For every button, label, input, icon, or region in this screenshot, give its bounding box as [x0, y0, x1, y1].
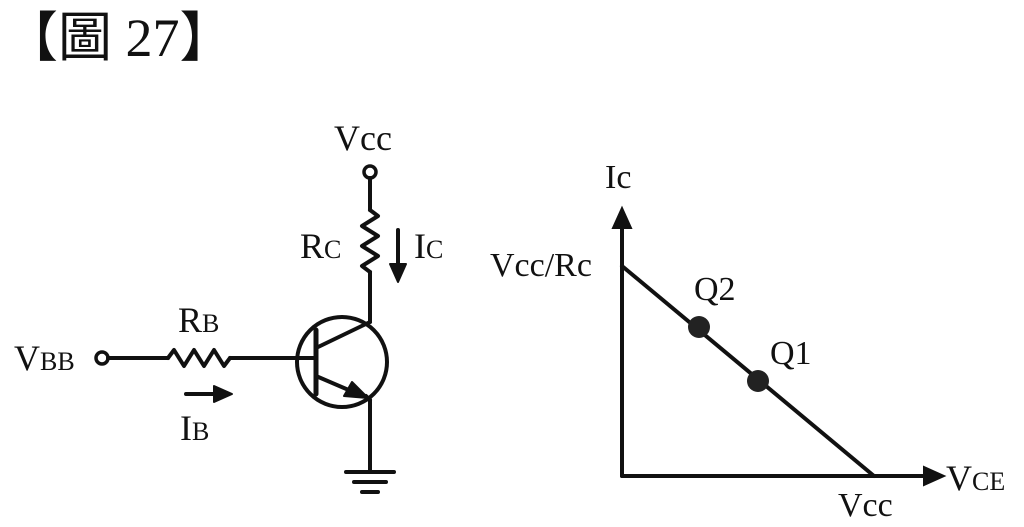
transistor-circuit: [94, 164, 407, 494]
ib-arrow-icon: [213, 385, 233, 403]
ic-axis-arrow-icon: [611, 205, 633, 229]
transistor-body: [295, 315, 389, 409]
x-intercept-label: Vcc: [838, 487, 893, 524]
vce-axis-label: VCE: [946, 458, 1005, 498]
ic-axis-label: Ic: [605, 159, 631, 196]
figure-title: 【圖 27】: [4, 8, 234, 68]
q1-point: [747, 370, 769, 392]
ic-label: IC: [414, 226, 443, 266]
vce-axis-arrow-icon: [923, 465, 947, 487]
ground-icon: [344, 470, 396, 494]
transistor-collector-lead: [314, 320, 372, 350]
q2-label: Q2: [694, 271, 736, 308]
q2-point: [688, 316, 710, 338]
load-line: [620, 264, 876, 478]
rb-label: RB: [178, 300, 219, 340]
vbb-label: VBB: [14, 338, 75, 378]
rc-label: RC: [300, 226, 341, 266]
emitter-arrow-icon: [343, 381, 369, 399]
rc-resistor: [360, 208, 380, 274]
ic-arrow-icon: [389, 263, 407, 283]
q1-label: Q1: [770, 335, 812, 372]
rb-resistor: [166, 348, 232, 368]
vcc-label: Vcc: [334, 118, 392, 158]
load-line-graph: [611, 205, 947, 487]
ib-label: IB: [180, 408, 209, 448]
y-intercept-label: Vcc/Rc: [490, 247, 592, 284]
